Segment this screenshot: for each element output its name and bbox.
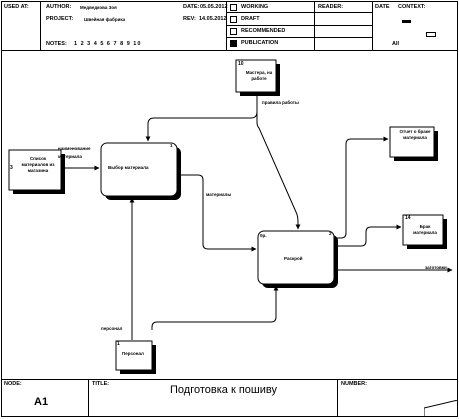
tunnel-masters-label: Мастера, на работе	[245, 70, 273, 81]
date2-label: DATE	[375, 4, 390, 10]
project-label: PROJECT:	[46, 16, 74, 22]
date-value: 05.05.2012	[200, 4, 228, 10]
box1-label: Выбор материала	[108, 165, 149, 170]
context-parent-box	[402, 20, 411, 23]
project-value: Швейная фабрика	[84, 17, 126, 22]
output-report-arrow[interactable]	[334, 136, 389, 239]
header-divider	[226, 37, 372, 38]
control-arrow-label: правила работы	[262, 100, 299, 105]
mechanism-arrow-label: персонал	[101, 326, 123, 331]
status-working: WORKING	[241, 4, 269, 10]
box1-number: 1	[170, 143, 173, 148]
tunnel-report-label: Отчет о браке материала	[399, 129, 431, 140]
tunnel-masters-number: 10	[238, 61, 244, 67]
between-arrow-label: материалы	[206, 192, 232, 197]
activity-box-2[interactable]	[257, 230, 338, 288]
notes-value: 1 2 3 4 5 6 7 8 9 10	[74, 41, 142, 47]
output-arrow-label: заготовки	[425, 265, 447, 270]
box2-label: Раскрой	[284, 256, 303, 261]
context-all: All	[392, 41, 400, 47]
box2-cost: 0р.	[260, 233, 267, 238]
tunnel-defect-label: Брак материала	[413, 224, 437, 235]
draft-checkbox	[230, 16, 237, 23]
working-checkbox	[230, 4, 237, 11]
box2-number: 2	[329, 231, 332, 236]
author-value: Медведкова Зоя	[80, 5, 117, 10]
context-label: CONTEXT:	[398, 4, 426, 10]
header-divider	[226, 25, 372, 26]
page-corner-mark	[424, 400, 458, 417]
status-recommended: RECOMMENDED	[241, 28, 286, 34]
diagram-title: Подготовка к пошиву	[170, 384, 277, 396]
activity-box-1[interactable]	[100, 142, 181, 200]
output-defect-arrow[interactable]	[334, 224, 402, 247]
header-divider	[226, 12, 372, 13]
title-label: TITLE:	[92, 381, 110, 387]
footer-block	[1, 379, 458, 417]
input-arrow-label: наименование материала	[58, 146, 91, 159]
footer-divider	[337, 380, 338, 417]
tunnel-staff-label: Персонал	[122, 351, 144, 356]
recommended-checkbox	[230, 28, 237, 35]
footer-divider	[88, 380, 89, 417]
between-arrow[interactable]	[177, 174, 257, 252]
tunnel-defect	[402, 214, 447, 249]
tunnel-masters	[235, 59, 280, 96]
node-value: A1	[34, 396, 49, 408]
tunnel-materials-list	[8, 149, 65, 194]
control-arrow-branch[interactable]	[256, 112, 301, 230]
rev-value: 14.05.2012	[199, 16, 227, 22]
context-child-box	[426, 32, 436, 37]
number-label: NUMBER:	[341, 381, 367, 387]
tunnel-materials-label: Список материалов из магазина	[21, 156, 55, 173]
used-at-label: USED AT:	[4, 4, 29, 10]
header-divider	[372, 1, 373, 50]
tunnel-materials-number: 3	[10, 165, 13, 171]
date-label: DATE:	[183, 4, 200, 10]
status-draft: DRAFT	[241, 16, 260, 22]
publication-checkbox	[230, 40, 237, 47]
header-block	[1, 1, 458, 51]
reader-label: READER:	[318, 4, 344, 10]
rev-label: REV:	[183, 16, 196, 22]
node-label: NODE:	[4, 381, 22, 387]
tunnel-defect-number: 14	[405, 215, 411, 221]
tunnel-staff	[115, 340, 156, 374]
control-arrow[interactable]	[145, 96, 258, 142]
mechanism-arrow[interactable]	[151, 285, 279, 330]
author-label: AUTHOR:	[46, 4, 72, 10]
notes-label: NOTES:	[46, 41, 67, 47]
tunnel-staff-number: 1	[117, 341, 120, 347]
header-divider	[40, 1, 41, 50]
tunnel-defect-report	[389, 126, 438, 161]
status-publication: PUBLICATION	[241, 40, 279, 46]
